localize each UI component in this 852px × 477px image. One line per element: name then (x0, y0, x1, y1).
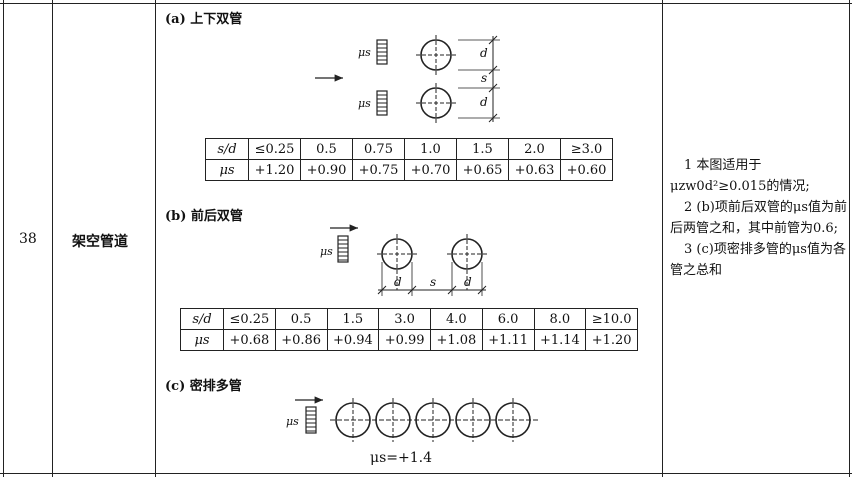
column-divider (662, 0, 663, 477)
pipe-circle-icon (495, 398, 531, 442)
border-right (849, 0, 850, 477)
notes: 1 本图适用于μzw0d²≥0.015的情况; 2 (b)项前后双管的μs值为前… (670, 155, 848, 281)
pipe-circle-icon (416, 35, 456, 75)
table-cell: +1.11 (481, 329, 535, 351)
table-cell: +0.86 (274, 329, 328, 351)
border-top (0, 3, 852, 4)
table-cell: 6.0 (481, 308, 535, 330)
note-item: 1 本图适用于μzw0d²≥0.015的情况; (670, 158, 810, 194)
table-header: μs (180, 329, 224, 351)
dim-d-label: d (480, 46, 488, 60)
section-b-table: s/d ≤0.25 0.5 1.5 3.0 4.0 6.0 8.0 ≥10.0 … (180, 308, 638, 351)
row-name: 架空管道 (72, 234, 128, 250)
pipe-circle-icon (377, 234, 417, 290)
mu-label: μs (358, 46, 371, 59)
pipe-circle-icon (335, 398, 371, 442)
table-cell: +0.70 (404, 159, 457, 181)
mu-label: μs (358, 97, 371, 110)
table-row: μs +1.20 +0.90 +0.75 +0.70 +0.65 +0.63 +… (205, 159, 613, 181)
section-c-formula: μs=+1.4 (370, 450, 433, 466)
table-row: μs +0.68 +0.86 +0.94 +0.99 +1.08 +1.11 +… (180, 329, 638, 351)
mu-label: μs (320, 245, 333, 258)
table-cell: +0.90 (300, 159, 353, 181)
table-cell: +0.65 (456, 159, 509, 181)
table-cell: ≥10.0 (585, 308, 638, 330)
table-cell: ≥3.0 (560, 138, 613, 160)
section-c-title: (c) 密排多管 (165, 379, 242, 394)
section-a-table: s/d ≤0.25 0.5 0.75 1.0 1.5 2.0 ≥3.0 μs +… (205, 138, 613, 181)
wind-pressure-block-icon (376, 39, 388, 65)
section-b-title: (b) 前后双管 (165, 209, 243, 224)
table-cell: +0.60 (560, 159, 613, 181)
column-divider (155, 0, 156, 477)
table-cell: +1.20 (585, 329, 638, 351)
table-cell: +1.20 (248, 159, 301, 181)
table-cell: +0.94 (326, 329, 380, 351)
table-cell: +0.68 (223, 329, 276, 351)
wind-pressure-block-icon (337, 235, 349, 263)
note-item: 2 (b)项前后双管的μs值为前后两管之和，其中前管为0.6; (670, 200, 847, 236)
table-cell: +1.08 (430, 329, 483, 351)
border-bottom (0, 473, 852, 474)
dim-d-label: d (480, 95, 488, 109)
dim-s-label: s (481, 71, 488, 85)
border-left (3, 0, 4, 477)
dim-d-label: d (394, 275, 402, 289)
table-cell: 1.0 (404, 138, 457, 160)
column-divider (52, 0, 53, 477)
pipe-circle-icon (415, 398, 451, 442)
dim-s-label: s (430, 275, 437, 289)
dim-d-label: d (464, 275, 472, 289)
row-number: 38 (19, 231, 37, 247)
note-item: 3 (c)项密排多管的μs值为各管之总和 (670, 242, 846, 278)
mu-label: μs (286, 415, 299, 428)
table-cell: +0.99 (378, 329, 431, 351)
wind-pressure-block-icon (305, 406, 317, 434)
wind-pressure-block-icon (376, 90, 388, 116)
pipe-circle-icon (455, 398, 491, 442)
table-cell: 0.5 (300, 138, 353, 160)
table-cell: +1.14 (533, 329, 587, 351)
pipe-circle-icon (416, 83, 456, 123)
section-a-title: (a) 上下双管 (165, 12, 243, 27)
pipe-circle-icon (447, 234, 487, 290)
pipe-circle-icon (375, 398, 411, 442)
